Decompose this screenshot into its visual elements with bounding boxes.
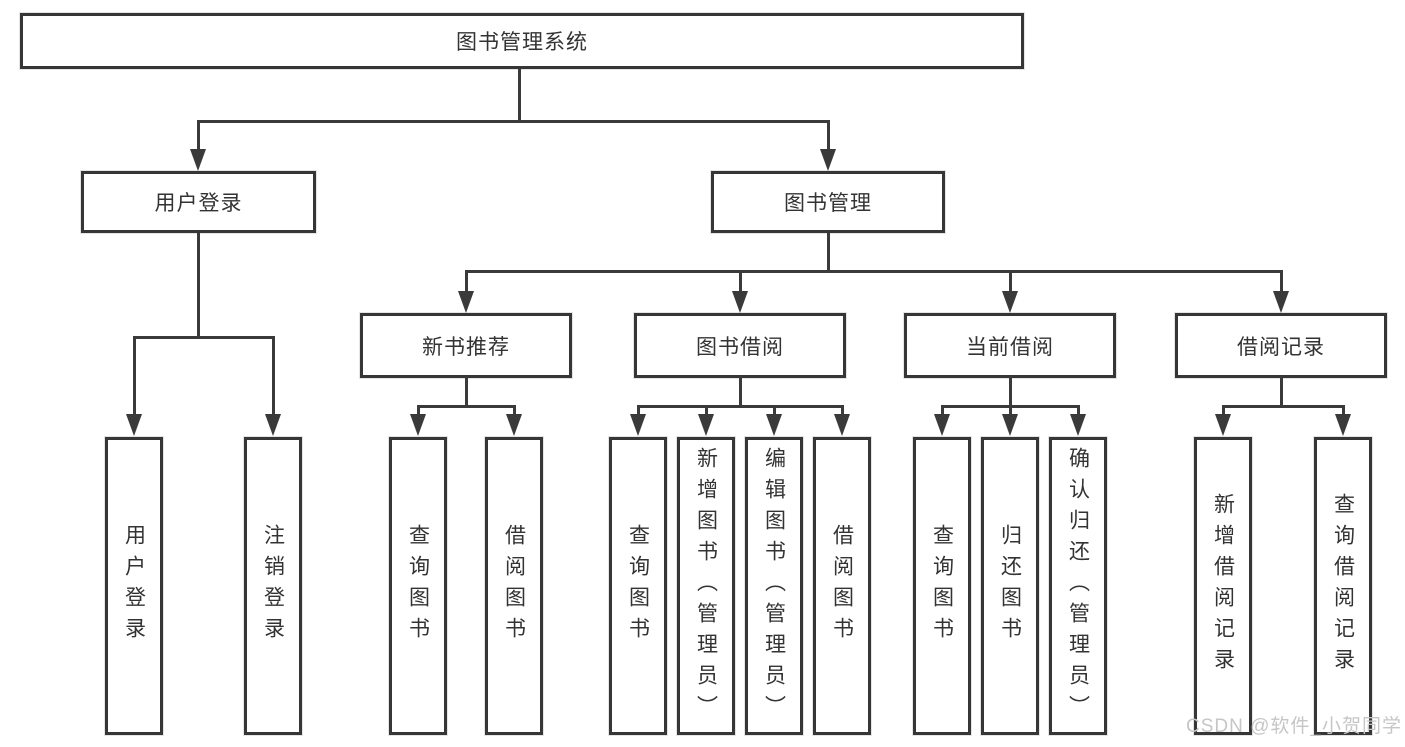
node-user-login: 用户登录	[81, 171, 316, 233]
connector-leaf-shaft	[513, 405, 516, 416]
arrow-to-borrow-records	[1273, 291, 1289, 313]
connector-newbooks-stem	[465, 376, 468, 407]
arrow-to-logout-leaf	[265, 414, 281, 436]
connector-leaf-shaft	[705, 405, 708, 416]
connector-login-rail	[133, 336, 275, 339]
arrow-to-leaf	[766, 414, 782, 436]
connector-login-leaf2-shaft	[272, 336, 275, 416]
node-new-books: 新书推荐	[360, 313, 572, 378]
connector-leaf-shaft	[841, 405, 844, 416]
arrow-to-current-borrow	[1002, 291, 1018, 313]
connector-borrow-shaft	[739, 270, 742, 293]
node-book-management: 图书管理	[711, 171, 945, 233]
node-leaf-query-books-1: 查询图书	[389, 437, 447, 735]
arrow-to-leaf	[506, 414, 522, 436]
connector-mgmt-shaft	[827, 120, 830, 151]
node-leaf-add-books-admin: 新增图书（管理员）	[677, 437, 735, 735]
connector-records-stem	[1280, 376, 1283, 407]
node-leaf-add-borrow-record: 新增借阅记录	[1194, 437, 1252, 735]
arrow-to-leaf	[1335, 414, 1351, 436]
connector-leaf-shaft	[417, 405, 420, 416]
node-leaf-return-books: 归还图书	[981, 437, 1039, 735]
connector-records-shaft	[1280, 270, 1283, 293]
node-leaf-confirm-return-admin: 确认归还（管理员）	[1049, 437, 1107, 735]
connector-leaf-shaft	[941, 405, 944, 416]
csdn-watermark: CSDN @软件_小贺同学	[1186, 716, 1402, 737]
connector-leaf-shaft	[1077, 405, 1080, 416]
connector-leaf-shaft	[773, 405, 776, 416]
arrow-to-leaf	[1002, 414, 1018, 436]
connector-current-stem	[1009, 376, 1012, 407]
node-leaf-query-books-2: 查询图书	[609, 437, 667, 735]
connector-login-shaft	[197, 120, 200, 151]
arrow-to-book-borrow	[732, 291, 748, 313]
node-current-borrow: 当前借阅	[904, 313, 1116, 378]
connector-borrow-rail	[637, 405, 843, 408]
node-leaf-borrow-books-1: 借阅图书	[485, 437, 543, 735]
arrow-to-leaf	[834, 414, 850, 436]
connector-level2-rail	[465, 270, 1282, 273]
node-book-borrow: 图书借阅	[634, 313, 846, 378]
node-leaf-query-books-3: 查询图书	[913, 437, 971, 735]
arrow-to-leaf	[698, 414, 714, 436]
connector-leaf-shaft	[1222, 405, 1225, 416]
arrow-to-leaf	[630, 414, 646, 436]
node-leaf-borrow-books-2: 借阅图书	[813, 437, 871, 735]
connector-level1-rail	[197, 120, 830, 123]
arrow-to-user-login-leaf	[126, 414, 142, 436]
node-leaf-user-login: 用户登录	[105, 437, 163, 735]
connector-newbooks-shaft	[465, 270, 468, 293]
node-leaf-edit-books-admin: 编辑图书（管理员）	[745, 437, 803, 735]
arrow-to-leaf	[1070, 414, 1086, 436]
connector-mgmt-stem	[827, 233, 830, 273]
connector-newbooks-rail	[417, 405, 515, 408]
connector-leaf-shaft	[1009, 405, 1012, 416]
arrow-to-leaf	[1215, 414, 1231, 436]
arrow-to-management	[820, 149, 836, 171]
arrow-to-leaf	[410, 414, 426, 436]
connector-login-stem	[197, 233, 200, 338]
connector-leaf-shaft	[1342, 405, 1345, 416]
connector-current-shaft	[1009, 270, 1012, 293]
arrow-to-new-books	[458, 291, 474, 313]
node-root: 图书管理系统	[20, 13, 1024, 69]
node-borrow-records: 借阅记录	[1175, 313, 1387, 378]
connector-borrow-stem	[739, 376, 742, 407]
node-leaf-logout: 注销登录	[244, 437, 302, 735]
node-leaf-query-borrow-record: 查询借阅记录	[1314, 437, 1372, 735]
connector-root-stem	[518, 68, 521, 123]
connector-leaf-shaft	[637, 405, 640, 416]
connector-records-rail	[1222, 405, 1344, 408]
arrow-to-leaf	[934, 414, 950, 436]
connector-login-leaf1-shaft	[133, 336, 136, 416]
arrow-to-login	[190, 149, 206, 171]
